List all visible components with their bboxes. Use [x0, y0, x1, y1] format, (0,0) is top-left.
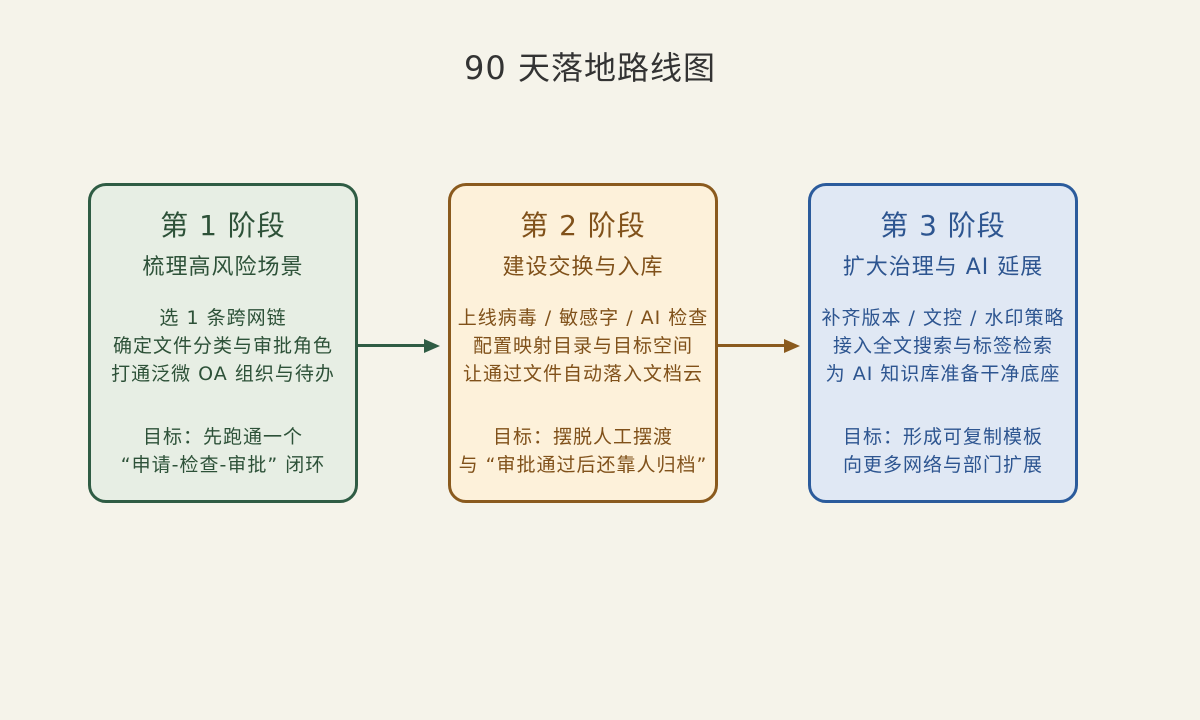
arrow-right-icon: [358, 336, 440, 356]
task-line: 配置映射目录与目标空间: [472, 335, 693, 357]
arrow-stem: [358, 344, 424, 347]
arrow-head: [784, 339, 800, 353]
goal-line: 目标：形成可复制模板: [842, 426, 1043, 448]
arrow-right-icon: [718, 336, 800, 356]
stage-2-tasks: 上线病毒 / 敏感字 / AI 检查 配置映射目录与目标空间 让通过文件自动落入…: [451, 304, 715, 388]
task-line: 让通过文件自动落入文档云: [462, 363, 703, 385]
stage-card-1: 第 1 阶段 梳理高风险场景 选 1 条跨网链 确定文件分类与审批角色 打通泛微…: [88, 183, 358, 503]
task-line: 上线病毒 / 敏感字 / AI 检查: [457, 307, 709, 329]
stage-1-subtitle: 梳理高风险场景: [142, 255, 304, 280]
task-line: 补齐版本 / 文控 / 水印策略: [821, 307, 1065, 329]
stage-3-subtitle: 扩大治理与 AI 延展: [842, 255, 1044, 280]
goal-line: “申请-检查-审批” 闭环: [120, 454, 326, 476]
task-line: 接入全文搜索与标签检索: [832, 335, 1053, 357]
stage-2-goals: 目标：摆脱人工摆渡 与 “审批通过后还靠人归档”: [451, 423, 715, 479]
arrow-head: [424, 339, 440, 353]
stage-3-tasks: 补齐版本 / 文控 / 水印策略 接入全文搜索与标签检索 为 AI 知识库准备干…: [811, 304, 1075, 388]
task-line: 选 1 条跨网链: [159, 307, 287, 329]
task-line: 确定文件分类与审批角色: [112, 335, 333, 357]
arrow-stem: [718, 344, 784, 347]
goal-line: 与 “审批通过后还靠人归档”: [458, 454, 708, 476]
task-line: 为 AI 知识库准备干净底座: [825, 363, 1061, 385]
page-title: 90 天落地路线图: [464, 49, 716, 87]
stage-2-heading: 第 2 阶段: [520, 209, 646, 242]
stage-1-tasks: 选 1 条跨网链 确定文件分类与审批角色 打通泛微 OA 组织与待办: [91, 304, 355, 388]
stage-1-heading: 第 1 阶段: [160, 209, 286, 242]
stage-3-goals: 目标：形成可复制模板 向更多网络与部门扩展: [811, 423, 1075, 479]
goal-line: 目标：摆脱人工摆渡: [492, 426, 673, 448]
stage-1-goals: 目标：先跑通一个 “申请-检查-审批” 闭环: [91, 423, 355, 479]
stage-card-3: 第 3 阶段 扩大治理与 AI 延展 补齐版本 / 文控 / 水印策略 接入全文…: [808, 183, 1078, 503]
goal-line: 向更多网络与部门扩展: [842, 454, 1043, 476]
task-line: 打通泛微 OA 组织与待办: [111, 363, 335, 385]
stage-2-subtitle: 建设交换与入库: [502, 255, 664, 280]
stage-card-2: 第 2 阶段 建设交换与入库 上线病毒 / 敏感字 / AI 检查 配置映射目录…: [448, 183, 718, 503]
goal-line: 目标：先跑通一个: [142, 426, 303, 448]
stage-3-heading: 第 3 阶段: [880, 209, 1006, 242]
